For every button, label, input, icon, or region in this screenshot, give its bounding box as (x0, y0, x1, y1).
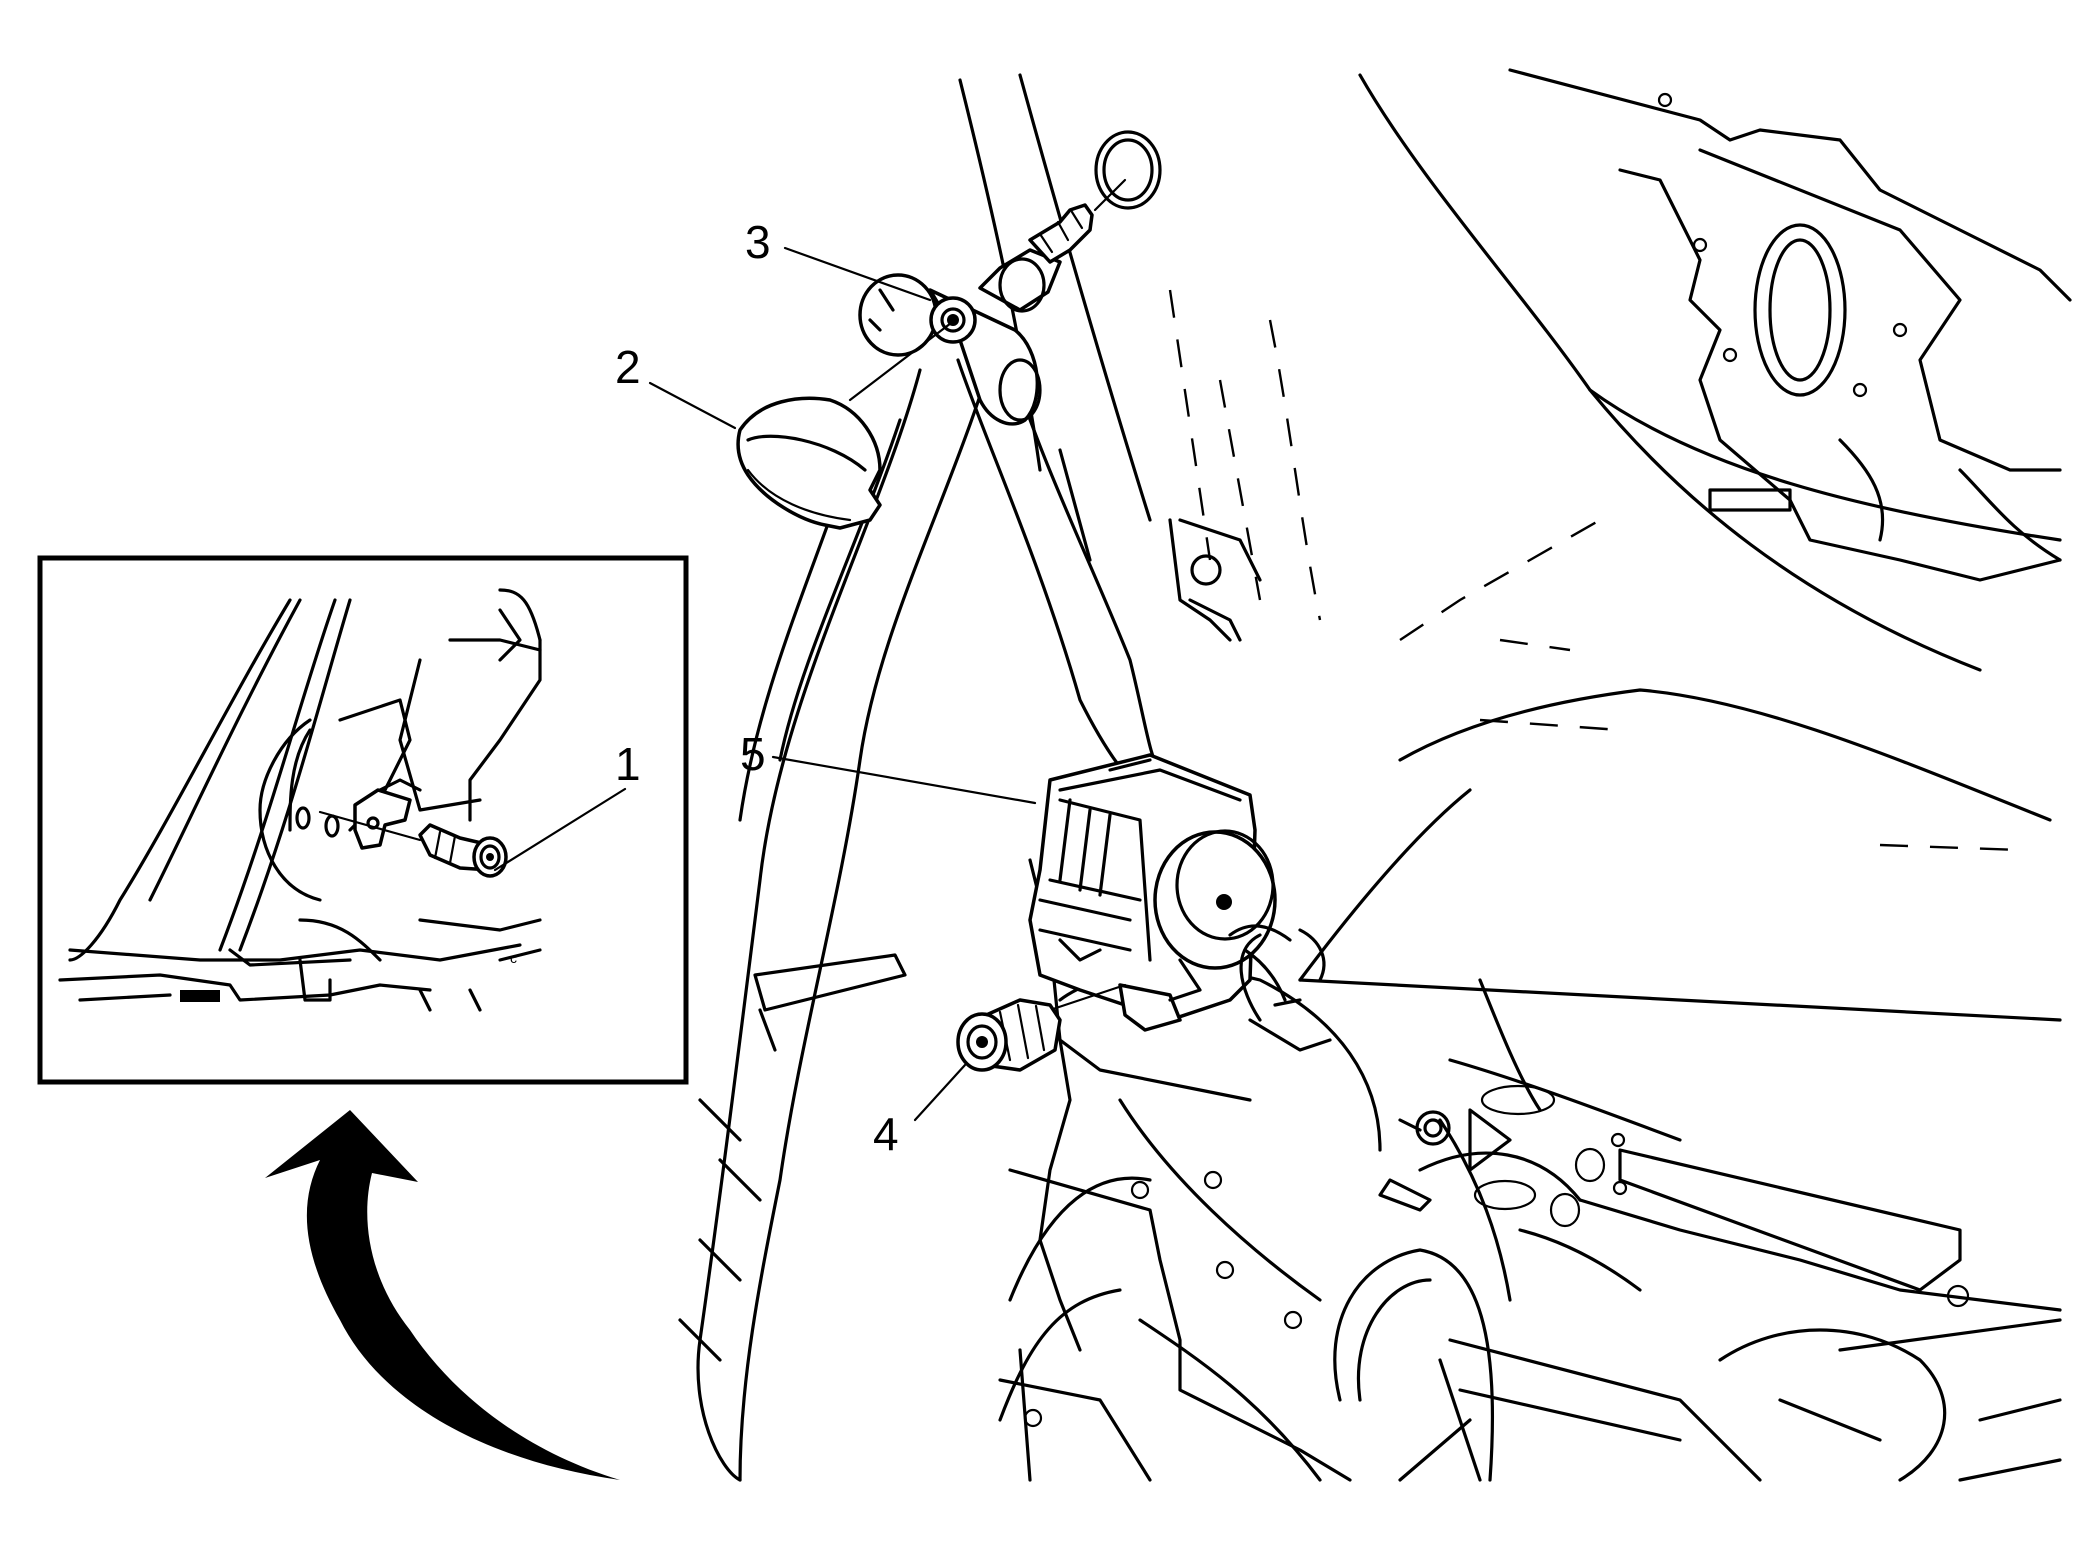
callout-4: 4 (873, 1108, 899, 1160)
guide-cover (736, 396, 882, 530)
leader-line-5 (771, 755, 1037, 805)
svg-text:c: c (510, 950, 517, 966)
inset-detail-view: c (37, 555, 689, 1085)
curved-arrow-icon (265, 1110, 620, 1480)
lower-anchor-bolt (956, 998, 1062, 1072)
callout-3: 3 (745, 216, 771, 268)
leader-line-1 (493, 787, 627, 872)
leader-line-4 (913, 1063, 967, 1122)
callout-2: 2 (615, 341, 641, 393)
leader-lines (493, 246, 1037, 1122)
seat-belt-retractor (1028, 753, 1332, 1052)
leader-line-2 (648, 381, 737, 430)
leader-line-3 (783, 246, 932, 302)
callouts: 1 2 3 4 5 (615, 216, 899, 1160)
vehicle-body-structure (958, 68, 2072, 1482)
callout-1: 1 (615, 738, 641, 790)
callout-5: 5 (740, 728, 766, 780)
upper-belt-guide-group (848, 130, 1162, 426)
